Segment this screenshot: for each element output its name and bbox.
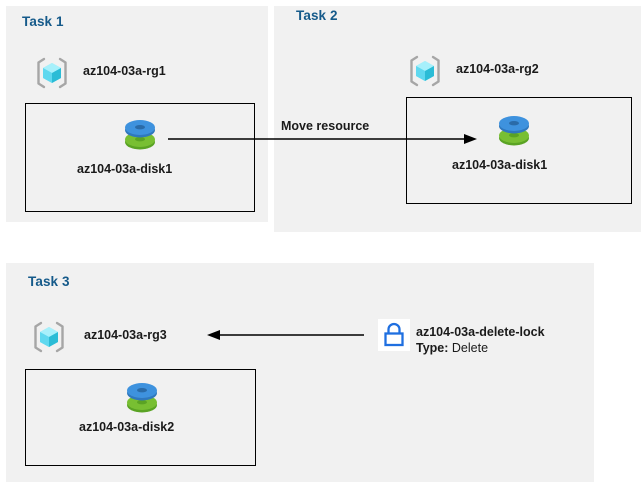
resource-group-icon [30, 318, 68, 356]
managed-disk-icon [494, 110, 534, 152]
lock-type-row: Type: Delete [416, 341, 488, 355]
lock-type-key: Type: [416, 341, 449, 355]
resource-group-boundary-task2 [406, 97, 632, 204]
resource-group-label-rg3: az104-03a-rg3 [84, 328, 167, 342]
lock-name-label: az104-03a-delete-lock [416, 325, 545, 339]
resource-group-boundary-task1 [25, 103, 255, 212]
resource-group-icon [406, 52, 444, 90]
resource-group-icon [33, 54, 71, 92]
disk-label-task3: az104-03a-disk2 [79, 420, 175, 434]
lock-type-value: Delete [451, 341, 489, 355]
resource-group-label-rg1: az104-03a-rg1 [83, 64, 166, 78]
task-title-task3: Task 3 [28, 274, 70, 289]
disk-label-task1: az104-03a-disk1 [77, 162, 173, 176]
managed-disk-icon [120, 114, 160, 156]
move-resource-label: Move resource [281, 119, 370, 133]
disk-label-task2: az104-03a-disk1 [452, 158, 548, 172]
task-panel-task1 [6, 6, 268, 222]
lock-icon [378, 319, 410, 351]
task-panel-task3 [6, 263, 594, 482]
resource-group-label-rg2: az104-03a-rg2 [456, 62, 539, 76]
task-title-task2: Task 2 [296, 8, 338, 23]
managed-disk-icon [122, 377, 162, 419]
resource-group-boundary-task3 [25, 369, 256, 466]
task-panel-task2 [274, 6, 641, 232]
task-title-task1: Task 1 [22, 14, 64, 29]
